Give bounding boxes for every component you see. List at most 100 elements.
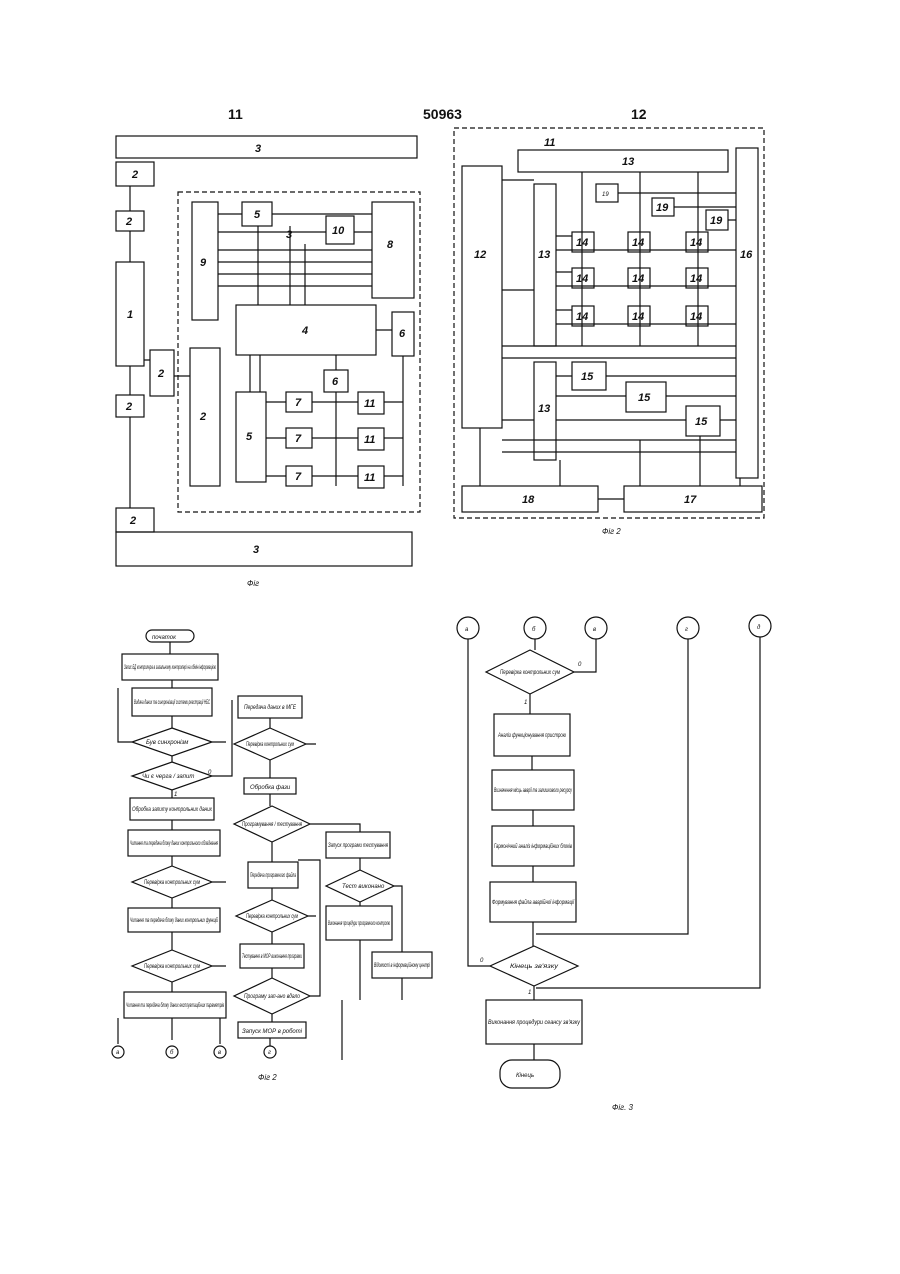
fig3-step-s1-label: Аналіз функціонування пристрою [497,733,566,739]
fig2-m5-label: 14 [632,273,644,285]
fig2-links-top [502,172,736,358]
fig1-links-left [130,186,190,508]
flow-step-s11-label: Запуск МОР в роботі [242,1029,303,1035]
flow-left-caption: Фіг 2 [258,1073,277,1082]
flow-step-s10-label: Тестування в МОР виконання програми [242,954,302,960]
fig1-b7a-label: 7 [295,397,302,409]
flow-conn-v-label: в [218,1050,221,1056]
fig1-mux-label: 9 [200,257,207,269]
fig3-step-s4-label: Формування файла аварійної інформації [492,899,574,906]
flow-dec-d3-label: Перевірка контрольних сум [144,880,200,886]
fig3-conn-v-label: в [593,627,596,633]
flow-step-s1-label: Запис БД контролера в загальному контрол… [124,665,216,671]
fig2-m9-label: 14 [690,311,702,323]
fig1-links-top [218,214,372,305]
fig3-conn-b-label: б [532,627,536,633]
fig1-if-d-label: 2 [125,401,132,413]
fig3-conn-g-label: г [685,627,688,633]
flow-conn-b-label: б [170,1050,174,1056]
fig1-if-f-label: 2 [199,411,206,423]
fig2-b17-label: 17 [684,494,697,506]
fig1-mem-label: 4 [301,325,308,337]
fig1-b7c-label: 7 [295,471,302,483]
fig2-f3-label: 15 [695,416,708,428]
fig3-flowchart: а б в г д Перевірка контрольних сум 0 1 … [457,615,771,1112]
fig3-d1-no: 0 [578,662,582,668]
fig2-m3-label: 14 [690,237,702,249]
fig3-dec-d1-label: Перевірка контрольних сум [500,670,560,676]
fig3-d2-no: 0 [480,958,484,964]
flow-dec-d6-label: Програмування / тестування [242,822,303,828]
flow-step-s3-label: Обробка запиту контрольних даних [132,807,213,813]
fig1-b11a-label: 11 [364,398,375,410]
flow-conn-a-label: а [116,1050,120,1056]
fig3-step-s5-label: Виконання процедури сеансу зв'язку [488,1020,581,1026]
flow-left-yes-label: 1 [174,792,177,798]
fig3-conn-d-label: д [757,625,761,631]
fig2-top-num: 11 [544,137,555,149]
flow-start-label: початок [152,635,177,641]
fig1-block-diagram: 3 2 2 1 2 2 2 3 9 5 3 10 8 4 6 2 6 [116,136,420,588]
flow-dec-d1-label: Був синхронізм [146,740,188,746]
fig1-b7b-label: 7 [295,433,302,445]
fig2-block-diagram: 11 13 12 13 16 19 19 19 14 14 14 14 14 1… [454,128,764,536]
flow-step-s8-label: Обробка фази [250,785,291,791]
flow-step-s14-label: Відомості в інформаційному центрі [374,962,430,969]
flow-step-s13-label: Виконання процедури програмного контролю [328,921,390,927]
flow-step-s6-label: Читання та передача блоку даних експлуат… [126,1002,224,1009]
fig1-bus-top [116,136,417,158]
flow-step-s12-label: Запуск програми тестування [328,843,389,849]
fig2-b16 [736,148,758,478]
flow-dec-d5-label: Перевірка контрольних сум [246,742,294,748]
fig2-m2-label: 14 [632,237,644,249]
fig1-if-c-label: 2 [157,368,164,380]
fig1-b6b-label: 6 [332,376,339,388]
fig3-step-s2-label: Визначення місць аварії та залишкового р… [494,788,573,794]
flow-dec-d7-label: Перевірка контрольних сум [246,914,298,920]
flow-step-s5-label: Читання та передача блоку даних контроль… [130,917,218,924]
fig2-b19a-label: 19 [602,192,609,198]
fig1-if-e-label: 2 [129,515,136,527]
fig1-b6a-label: 6 [399,328,406,340]
flowchart-left: початок Запис БД контролера в загальному… [112,630,432,1082]
fig1-b8-label: 8 [387,239,394,251]
flow-step-s7-label: Передача даних в МГЕ [244,705,297,711]
fig1-frame-dashed [178,192,420,512]
flow-dec-d9-label: Тест виконано [342,884,385,890]
flow-dec-d2-label: Чи є черга / запит [142,774,194,780]
fig2-b18-label: 18 [522,494,535,506]
fig1-b5-label: 5 [246,431,253,443]
fig2-m8-label: 14 [632,311,644,323]
fig2-f2-label: 15 [638,392,651,404]
fig1-links-bottom [250,330,403,486]
fig2-m6-label: 14 [690,273,702,285]
fig1-cpu-label: 1 [127,309,133,321]
fig1-b11b-label: 11 [364,434,375,446]
fig3-d2-yes: 1 [528,990,531,996]
fig3-dec-d2-label: Кінець зв'язку [510,964,559,970]
fig2-caption: Фіг 2 [602,527,621,536]
fig1-bus-top-label: 3 [255,143,261,155]
fig3-step-s3-label: Гармонічний аналіз інформаційних блоків [494,843,572,850]
flow-left-no-label: 0 [208,770,212,776]
fig3-end-label: Кінець [516,1073,534,1079]
fig1-if-b-label: 2 [125,216,132,228]
flow-conn-g-label: г [268,1050,271,1056]
fig2-b12 [462,166,502,428]
fig1-b10-label: 10 [332,225,345,237]
fig2-b13-low-label: 13 [538,403,550,415]
fig2-bus13-top-label: 13 [622,156,634,168]
flow-step-s4-label: Читання та передача блоку даних контроль… [130,841,218,847]
flow-step-s9-label: Передача програмного файла [250,872,296,879]
fig2-links-bottom [480,376,740,486]
fig3-caption: Фіг. 3 [612,1103,634,1112]
fig2-b19c-label: 19 [710,215,723,227]
fig2-b12-label: 12 [474,249,486,261]
fig2-b16-label: 16 [740,249,753,261]
fig3-d1-yes: 1 [524,700,527,706]
flow-step-s2-label: Видача даних та синхронізації системи ре… [134,700,210,706]
fig1-inner-bus-label: 3 [286,229,292,241]
fig2-b13-mid-label: 13 [538,249,550,261]
fig2-frame-dashed [454,128,764,518]
